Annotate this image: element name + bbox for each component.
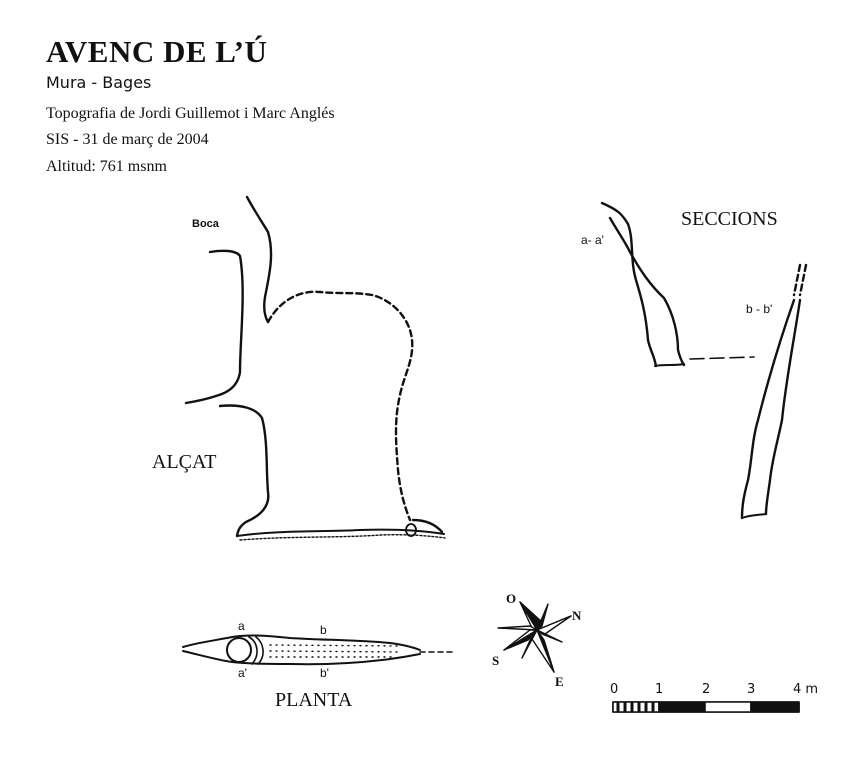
map-title: AVENC DE L’Ú [46,34,268,69]
plan-shaft-arcs [248,636,264,665]
compass-o-label: O [506,591,517,606]
plan-floor-dots [269,644,401,658]
scale-tick-label: 2 [702,682,711,697]
section-b-right [764,298,802,516]
section-b-floor [741,513,767,519]
section-b-left [740,298,796,520]
label-section-b: b - b' [746,302,773,316]
plan-outline-lower [182,650,421,666]
label-plan-a: a [238,619,245,633]
compass-n-label: N [572,608,582,623]
section-b-right-dash [798,263,808,297]
topography-credit: Topografia de Jordi Guillemot i Marc Ang… [46,105,335,122]
scale-tick-label: 0 [610,682,619,697]
altitude-text: Altitud: 761 msnm [46,158,167,175]
elevation-boulder [405,523,417,537]
label-alcat: ALÇAT [152,451,217,473]
label-plan-b2: b' [320,666,329,680]
compass-e-label: E [555,674,564,689]
survey-date: SIS - 31 de març de 2004 [46,131,209,148]
section-a-floor [654,363,685,367]
location-text: Mura - Bages [46,73,152,92]
elevation-lower-left-wall [218,404,270,538]
label-plan-a2: a' [238,666,247,680]
label-section-a: a- a' [581,233,604,247]
elevation-right-wall [245,195,273,324]
section-a-right [608,216,686,367]
label-seccions: SECCIONS [681,208,778,230]
compass-rose [497,601,572,673]
section-a-dash [689,356,755,360]
scale-tick-label: 1 [655,682,664,697]
label-plan-b: b [320,623,327,637]
plan-shaft-circle [226,637,252,663]
elevation-bottom-right [411,518,444,534]
plan-outline-upper [182,634,421,651]
section-a-left [600,201,658,368]
section-b-left-dash [792,263,802,297]
elevation-chamber-dashed [266,290,414,522]
compass-s-label: S [492,653,500,668]
scale-tick-label: 4 m [793,682,819,697]
elevation-floor-rubble [239,534,446,541]
scale-tick-label: 3 [747,682,756,697]
elevation-floor [236,528,445,537]
scale-bar [612,701,800,713]
label-planta: PLANTA [275,689,353,711]
elevation-left-wall [184,249,244,405]
label-boca: Boca [192,218,219,230]
